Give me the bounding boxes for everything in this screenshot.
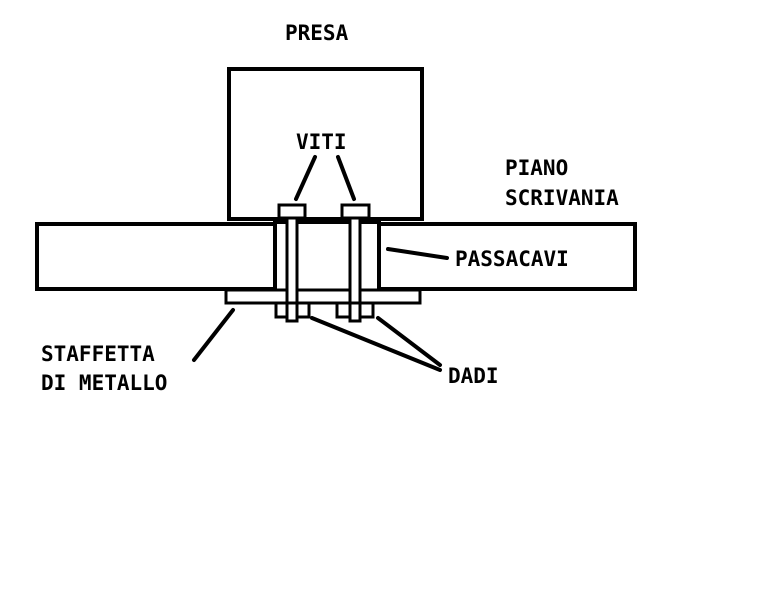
screw-right-tip (348, 301, 362, 323)
viti-leader-right (336, 155, 356, 201)
label-piano: PIANO (505, 156, 568, 180)
label-scrivania: SCRIVANIA (505, 186, 619, 210)
label-passacavi: PASSACAVI (455, 247, 569, 271)
viti-leader-left (294, 155, 317, 201)
label-viti: VITI (296, 130, 347, 154)
screw-right (340, 203, 371, 323)
dadi-leader-left (310, 316, 442, 372)
label-presa: PRESA (285, 21, 349, 45)
label-staffetta: STAFFETTA (41, 342, 155, 366)
label-dadi: DADI (448, 364, 499, 388)
staffetta-leader (192, 308, 235, 362)
metal-bracket (224, 288, 422, 305)
label-di-metallo: DI METALLO (41, 371, 167, 395)
socket-box (227, 67, 424, 221)
screw-left-tip (285, 301, 299, 323)
dadi-leader-right (376, 316, 442, 367)
passacavi-leader (386, 247, 449, 260)
